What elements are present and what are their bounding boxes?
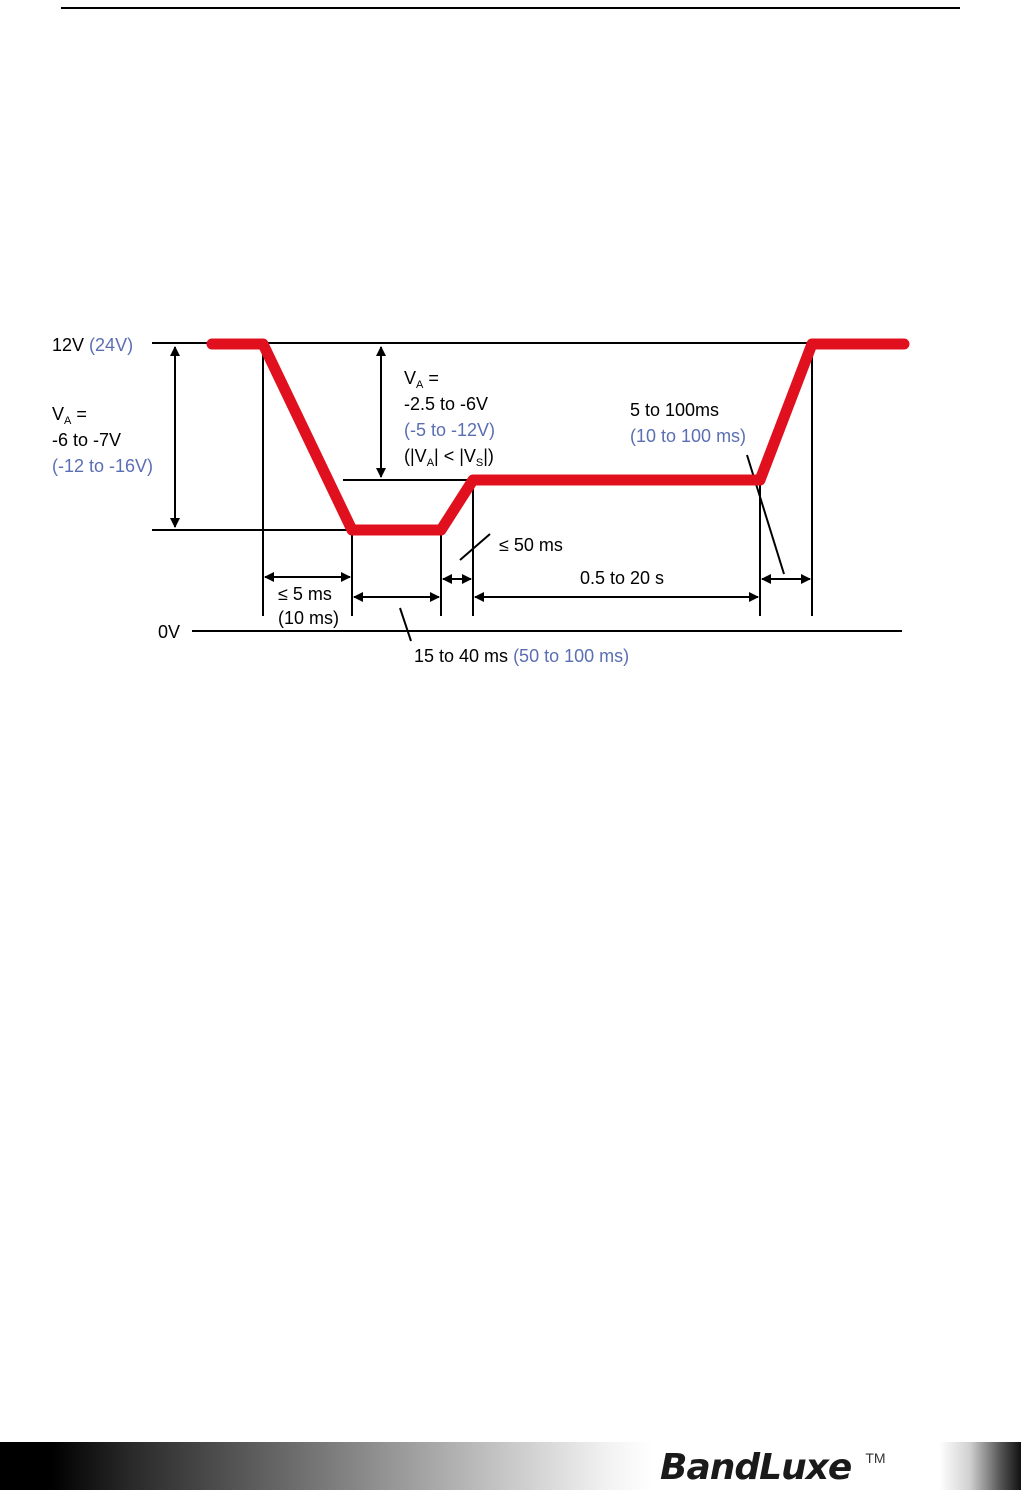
voltage-waveform-diagram: 12V (24V) VA = -6 to -7V (-12 to -16V) V…: [0, 0, 1021, 1440]
low-time-label: 15 to 40 ms (50 to 100 ms): [414, 646, 629, 666]
va-mid-line3: (-5 to -12V): [404, 420, 495, 440]
rise-time-line1: 5 to 100ms: [630, 400, 719, 420]
fall-time-line1: ≤ 5 ms: [278, 584, 332, 604]
va-mid-line4: (|VA| < |VS|): [404, 446, 494, 469]
fall-time-line2: (10 ms): [278, 608, 339, 628]
va-left-line3: (-12 to -16V): [52, 456, 153, 476]
rise-time-line2: (10 to 100 ms): [630, 426, 746, 446]
low-time-leader: [400, 608, 411, 641]
voltage-waveform: [212, 344, 904, 530]
va-left-line1: VA =: [52, 404, 87, 427]
level-0v-label: 0V: [158, 622, 180, 642]
va-mid-line1: VA =: [404, 368, 439, 391]
brand-logo: BandLuxe TM: [660, 1448, 886, 1488]
trademark-mark: TM: [865, 1448, 885, 1468]
hold-time-label: 0.5 to 20 s: [580, 568, 664, 588]
step-time-leader: [460, 534, 490, 560]
brand-name: BandLuxe: [660, 1448, 851, 1488]
step-time-label: ≤ 50 ms: [499, 535, 563, 555]
level-12v-label: 12V (24V): [52, 335, 133, 355]
va-mid-line2: -2.5 to -6V: [404, 394, 488, 414]
va-left-line2: -6 to -7V: [52, 430, 121, 450]
